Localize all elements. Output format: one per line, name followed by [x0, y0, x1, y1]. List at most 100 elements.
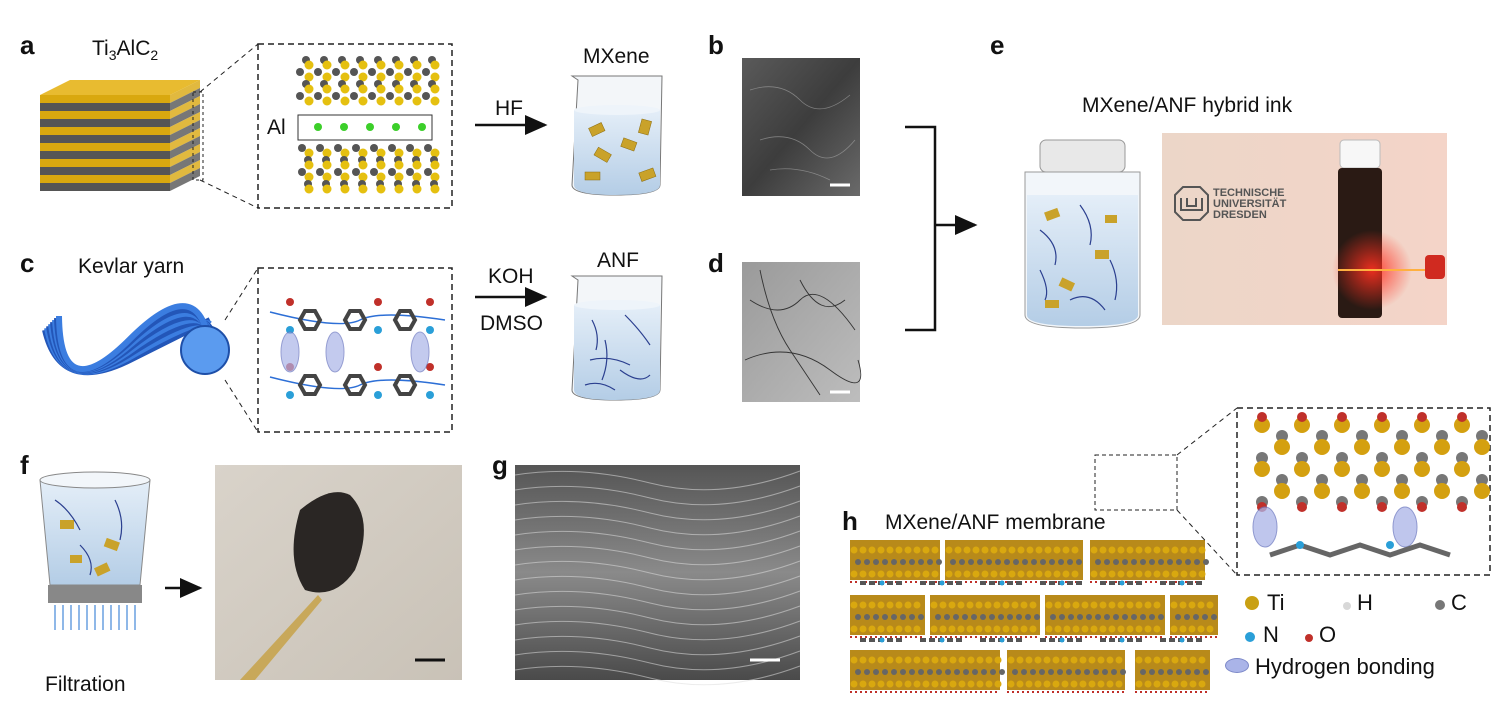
ti-atom	[877, 570, 885, 578]
ti-atom	[340, 160, 350, 170]
ti-atom	[1099, 625, 1107, 633]
c-atom	[1039, 669, 1045, 675]
al-atom	[418, 123, 426, 131]
formula-sub: 2	[150, 47, 159, 64]
o-atom	[374, 298, 382, 306]
lamella	[514, 605, 801, 626]
ti-atom	[984, 625, 992, 633]
ti-atom	[412, 160, 422, 170]
o-atom	[1337, 412, 1347, 422]
hydrogen-bonding-interface	[1252, 412, 1490, 558]
c-atom	[1131, 614, 1137, 620]
c-atom	[981, 669, 987, 675]
stack-layer	[40, 183, 170, 191]
o-atom	[374, 363, 382, 371]
ti-atom	[1162, 546, 1170, 554]
ti-atom	[850, 570, 858, 578]
ti-atom	[1034, 680, 1042, 688]
o-atom	[1257, 412, 1267, 422]
c-atom	[1022, 559, 1028, 565]
c-atom	[1049, 559, 1055, 565]
ti-atom	[939, 625, 947, 633]
ti-atom	[1020, 601, 1028, 609]
ti-atom	[340, 96, 350, 106]
ti-atom	[1206, 601, 1214, 609]
membrane-title: MXene/ANF membrane	[885, 511, 1106, 534]
c-atom	[891, 669, 897, 675]
ti-atom	[394, 72, 404, 82]
c-atom	[1356, 474, 1368, 486]
ti-atom	[1189, 570, 1197, 578]
ti-atom	[1099, 570, 1107, 578]
ti-atom	[1135, 546, 1143, 554]
ti-atom	[1097, 680, 1105, 688]
c-atom	[963, 669, 969, 675]
ti-atom	[985, 680, 993, 688]
lamella	[514, 575, 801, 596]
ti-atom	[430, 184, 440, 194]
c-atom	[882, 669, 888, 675]
c-atom	[1122, 614, 1128, 620]
legend-label: C	[1451, 590, 1467, 615]
c-atom	[1167, 559, 1173, 565]
ti-atom	[1002, 601, 1010, 609]
c-atom	[1111, 669, 1117, 675]
c-atom	[1050, 614, 1056, 620]
ti-atom	[1294, 461, 1310, 477]
c-atom	[986, 559, 992, 565]
ti-atom	[958, 680, 966, 688]
c-atom	[855, 614, 861, 620]
c-atom	[1040, 559, 1046, 565]
ti-atom	[904, 601, 912, 609]
c-atom	[1021, 669, 1027, 675]
ti-atom	[1170, 625, 1178, 633]
ti-atom	[1017, 570, 1025, 578]
ti-atom	[376, 172, 386, 182]
filtration-apparatus	[39, 471, 151, 630]
c-atom	[873, 559, 879, 565]
o-atom	[1297, 412, 1307, 422]
logo-line: TECHNISCHE	[1213, 187, 1285, 199]
c-atom	[1476, 430, 1488, 442]
legend-item-o: O	[1305, 624, 1336, 646]
c-atom	[1436, 474, 1448, 486]
c-atom	[1113, 559, 1119, 565]
c-atom	[314, 68, 322, 76]
ti-atom	[322, 72, 332, 82]
formula-part: Ti	[92, 37, 109, 60]
ti-atom	[963, 570, 971, 578]
ti-atom	[304, 84, 314, 94]
c-atom	[296, 68, 304, 76]
n-atom	[1179, 580, 1185, 586]
ti-atom	[376, 72, 386, 82]
legend-item-hbond: Hydrogen bonding	[1225, 656, 1435, 678]
ti-atom	[1007, 656, 1015, 664]
ti-atom	[1180, 680, 1188, 688]
ti-atom	[1062, 546, 1070, 554]
benzene-ring	[392, 374, 418, 396]
ti-atom	[430, 84, 440, 94]
ti-atom	[412, 96, 422, 106]
koh-label: KOH	[488, 265, 534, 288]
al-atom-row	[314, 123, 426, 131]
ti-atom	[913, 625, 921, 633]
ti-atom	[859, 570, 867, 578]
c-atom	[968, 559, 974, 565]
c-atom	[944, 614, 950, 620]
ti-atom	[913, 570, 921, 578]
ti-atom	[1135, 601, 1143, 609]
chain-backbone	[269, 311, 446, 325]
c-atom	[1396, 474, 1408, 486]
ti-atom	[1025, 656, 1033, 664]
c-atom	[1013, 559, 1019, 565]
ti-atom	[358, 72, 368, 82]
c-atom	[909, 559, 915, 565]
o-atom-icon	[1305, 634, 1313, 642]
lamella	[514, 635, 801, 656]
c-atom	[864, 669, 870, 675]
ti-atom	[975, 601, 983, 609]
benzene-ring	[342, 309, 368, 331]
benzene-ring	[392, 309, 418, 331]
ti-atom	[985, 656, 993, 664]
